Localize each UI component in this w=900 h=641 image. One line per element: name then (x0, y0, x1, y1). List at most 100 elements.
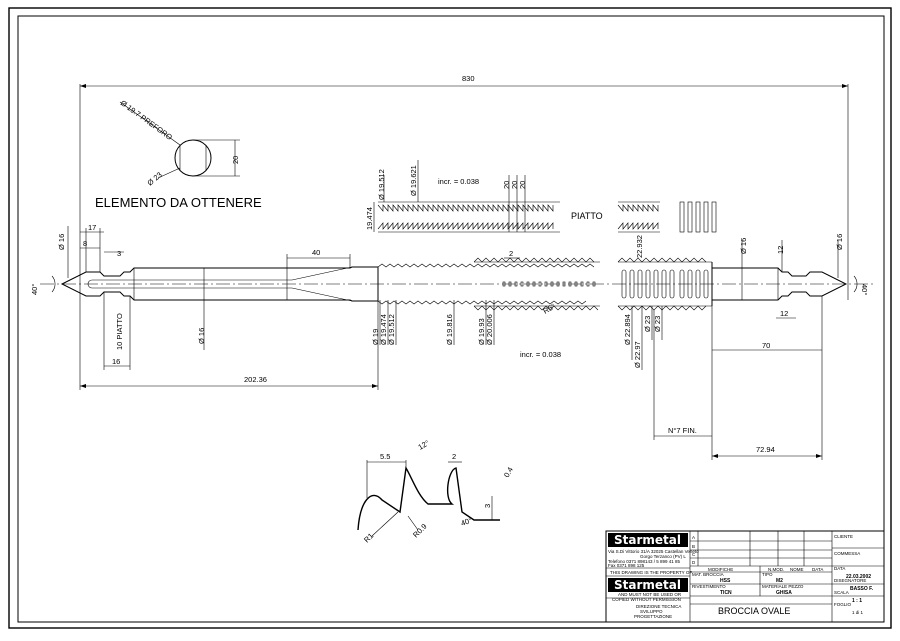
dim-preforo: Ø 19.7 PREFORO (119, 98, 174, 142)
property-line-1: THIS DRAWING IS THE PROPERTY OF (610, 570, 692, 575)
head-nome: NOME (790, 567, 804, 572)
value-rivestimento: TICN (720, 590, 732, 596)
rev-d: D (692, 560, 696, 565)
tooth-dim-2: 2 (452, 452, 456, 461)
dim-12-bottom: 12 (780, 309, 788, 318)
label-elemento: ELEMENTO DA OTTENERE (95, 195, 262, 210)
dim-20-b: 20 (510, 181, 519, 189)
value-foglio: 1 di 1 (852, 610, 864, 615)
value-scala: 1 : 1 (852, 598, 862, 604)
logo-text-1: Starmetal (614, 533, 681, 547)
dim-12-top: 12 (776, 246, 785, 254)
dim-3: 3 (117, 249, 121, 258)
tooth-dim-r1: R1 (362, 531, 375, 544)
head-scala: SCALA (834, 590, 849, 595)
starmetal-logo-2 (608, 578, 688, 592)
dim-d23-a: Ø 23 (643, 316, 652, 332)
outer-border (8, 7, 892, 629)
tooth-dim-12deg: 12° (417, 438, 431, 451)
incr-bottom: incr. = 0.038 (520, 350, 561, 359)
dim-72-94: 72.94 (756, 445, 775, 454)
dim-d19-474: Ø 19.474 (379, 314, 388, 345)
dim-830: 830 (462, 74, 475, 83)
head-modifiche: MODIFICHE (708, 567, 733, 572)
dim-d19-512: Ø 19.512 (387, 314, 396, 345)
dim-angle-40-left: 40° (30, 284, 39, 295)
dim-16-bottom: 16 (112, 357, 120, 366)
dim-two-pitch: 2 (509, 249, 513, 258)
head-nmod: N.MOD. (768, 567, 784, 572)
dim-top-19-621: Ø 19.621 (409, 165, 418, 196)
starmetal-logo-1 (608, 533, 688, 547)
inner-border (17, 15, 885, 623)
dim-d19-816: Ø 19.816 (445, 314, 454, 345)
dim-20-c: 20 (518, 181, 527, 189)
dim-70: 70 (762, 341, 770, 350)
right-end-dimensions: Ø 16 12 12 Ø 16 40° 70 N°7 FIN. 72.94 (653, 234, 869, 460)
tooth-dim-r09: R0.9 (411, 522, 429, 540)
rev-b: B (692, 544, 695, 549)
address-line-1: Via S.Di Vittorio 31/A 32025 Castellan V… (608, 549, 699, 554)
dim-piatto-10: 10 PIATTO (115, 313, 124, 350)
dim-angle-40-right: 40° (860, 284, 869, 295)
dim-d19: Ø 19 (371, 329, 380, 345)
dim-202-36: 202.36 (244, 375, 267, 384)
property-line-2: AND MUST NOT BE USED OR (618, 592, 682, 597)
dim-d23-b: Ø 23 (653, 316, 662, 332)
dim-section-20: 20 (231, 156, 240, 164)
dept-line-1: DIREZIONE TECNICA (636, 604, 681, 609)
dim-40: 40 (312, 248, 320, 257)
tooth-profile-detail: 5.5 12° 2 0.4 3 40° R1 R0.9 (357, 438, 515, 544)
value-data: 22.03.2002 (846, 574, 871, 580)
tooth-dim-40deg: 40° (460, 516, 474, 528)
head-materiale: MAT. BROCCIA (692, 572, 724, 577)
dim-right-d16: Ø 16 (739, 238, 748, 254)
head-commessa: COMMESSA (834, 551, 860, 556)
chipbreaker-marks (502, 281, 596, 287)
dim-d19-93: Ø 19.93 (477, 318, 486, 345)
dim-20-a: 20 (502, 181, 511, 189)
incr-top: incr. = 0.038 (438, 177, 479, 186)
dim-d22-894: Ø 22.894 (623, 314, 632, 345)
value-materiale: HSS (720, 578, 731, 584)
rev-c: C (692, 552, 696, 557)
dim-r5: R5° (542, 302, 557, 316)
upper-tooth-profile: Ø 19.512 Ø 19.621 19.474 incr. = 0.038 2… (365, 160, 717, 233)
drawing-title: BROCCIA OVALE (718, 606, 790, 616)
head-disegnatore: DISEGNATORE (834, 578, 866, 583)
head-foglio: FOGLIO (834, 602, 852, 607)
address-line-3: Telefono 0371 898143 / 5 899 41 85 (608, 559, 681, 564)
head-pezzo: MATERIALE PEZZO (762, 584, 804, 589)
rev-a: A (692, 535, 695, 540)
tooth-dim-04: 0.4 (502, 465, 515, 479)
dim-8: 8 (83, 239, 87, 248)
dim-body-d16: Ø 16 (197, 328, 206, 344)
logo-text-2: Starmetal (614, 578, 681, 592)
value-pezzo: GHISA (776, 590, 792, 596)
head-cliente: CLIENTE (834, 534, 853, 539)
head-data: DATA (812, 567, 823, 572)
dim-d22-97: Ø 22.97 (633, 341, 642, 368)
label-n7-fin: N°7 FIN. (668, 426, 697, 435)
dim-17: 17 (88, 223, 96, 232)
address-line-2: Gorgo Terzanco (PV) L (640, 554, 686, 559)
finishing-teeth (621, 269, 709, 299)
dim-far-d16: Ø 16 (835, 234, 844, 250)
head-tipo: TIPO (762, 572, 773, 577)
value-disegnatore: BASSO F. (850, 586, 874, 592)
address-line-4: Fax 0371 898 125 (608, 563, 645, 568)
broach-body (40, 257, 875, 311)
tooth-dim-3: 3 (483, 504, 492, 508)
dim-section-d23: Ø 23 (146, 170, 164, 187)
cross-section-view: 20 Ø 19.7 PREFORO Ø 23 (119, 98, 240, 188)
body-diameter-dimensions: Ø 19 Ø 19.474 Ø 19.512 Ø 19.816 Ø 19.93 … (371, 235, 663, 370)
tooth-dim-5-5: 5.5 (380, 452, 390, 461)
value-tipo: M2 (776, 578, 783, 584)
dim-top-19-512: Ø 19.512 (377, 169, 386, 200)
dim-d20-006: Ø 20.006 (485, 314, 494, 345)
dim-left-d16: Ø 16 (57, 234, 66, 250)
dim-top-19-474: 19.474 (365, 207, 374, 230)
head-data-block: DATA (834, 566, 845, 571)
